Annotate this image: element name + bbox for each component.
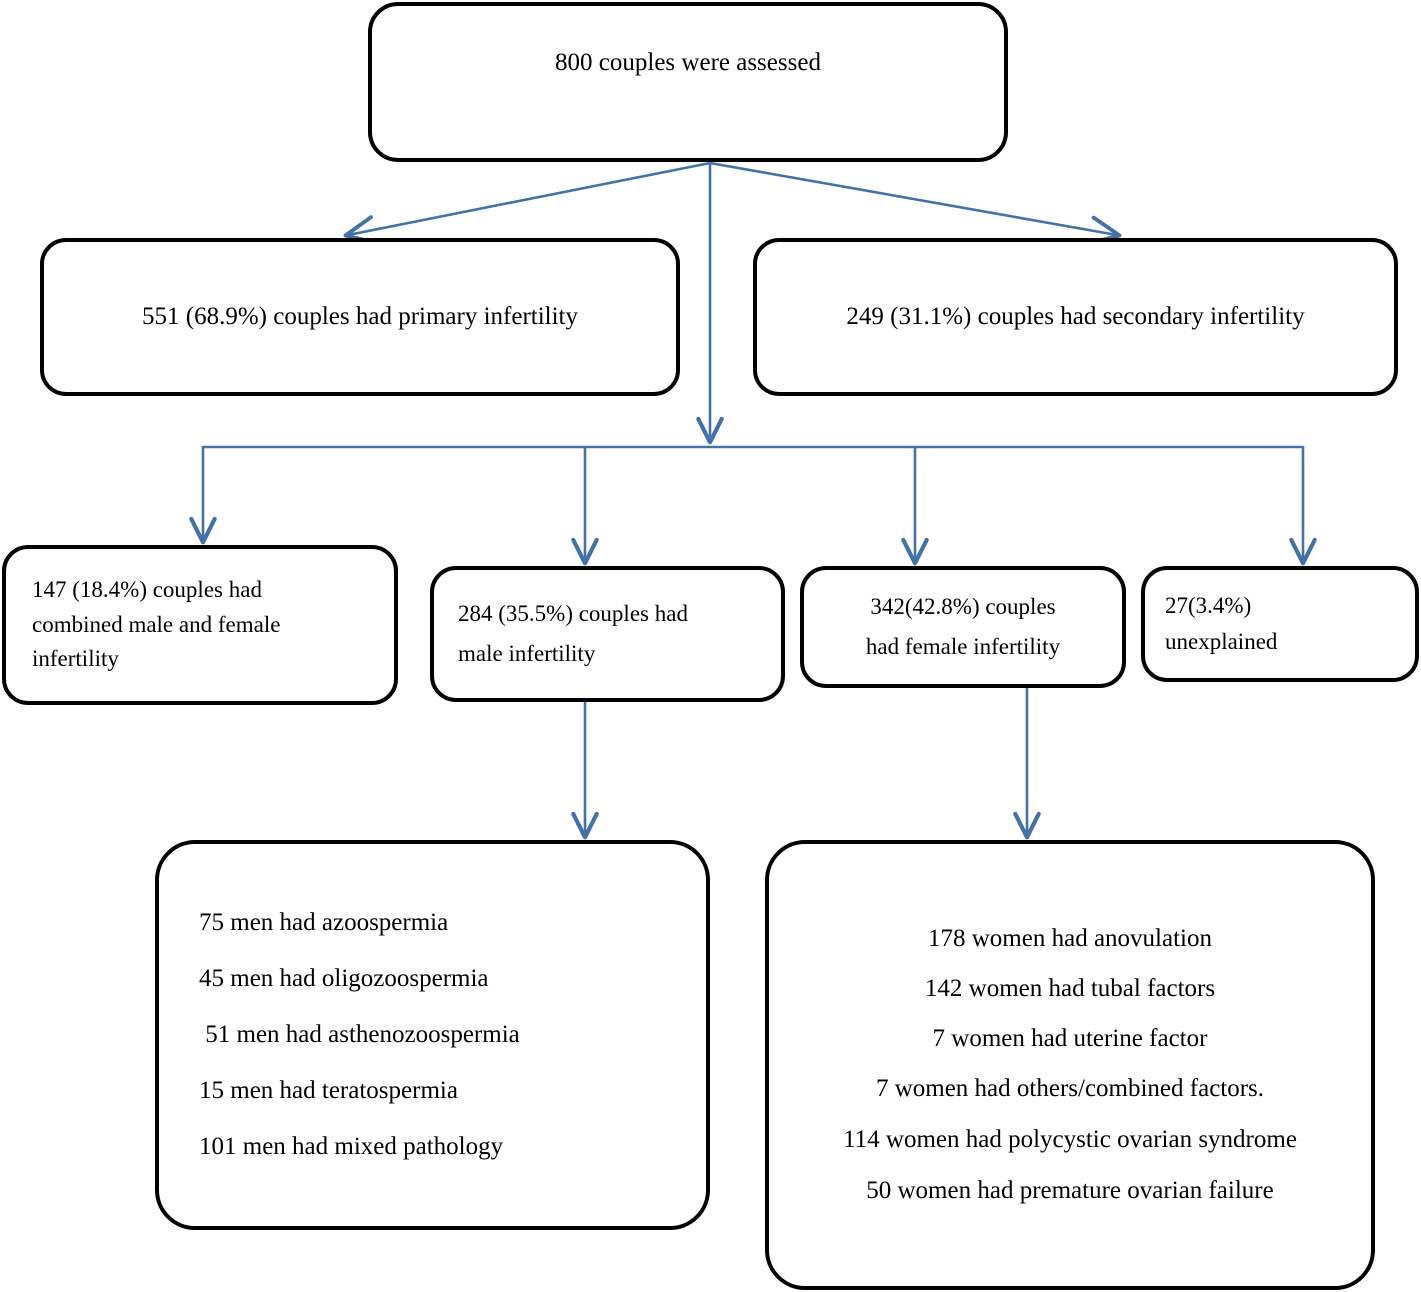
node-male-infertility: 284 (35.5%) couples had male infertility <box>430 566 785 702</box>
male-pathology-item-4: 15 men had teratospermia <box>199 1077 458 1104</box>
edge-root-to-secondary <box>709 161 1122 246</box>
node-primary-line-1: 551 (68.9%) couples had primary infertil… <box>142 303 578 330</box>
node-male-pathology-list: 75 men had azoospermia 45 men had oligoz… <box>155 840 710 1230</box>
node-primary-infertility: 551 (68.9%) couples had primary infertil… <box>40 238 680 396</box>
node-total-assessed: 800 couples were assessed <box>368 2 1008 162</box>
node-male-line-1: 284 (35.5%) couples had <box>458 600 688 626</box>
edge-root-to-primary <box>343 161 711 245</box>
male-pathology-item-5: 101 men had mixed pathology <box>199 1133 504 1160</box>
male-pathology-item-3: 51 men had asthenozoospermia <box>199 1021 520 1048</box>
node-secondary-infertility: 249 (31.1%) couples had secondary infert… <box>753 238 1398 396</box>
node-combined-line-2: combined male and female <box>32 611 281 637</box>
node-unexplained-line-2: unexplained <box>1165 629 1278 654</box>
node-female-line-1: 342(42.8%) couples <box>870 593 1056 619</box>
node-unexplained: 27(3.4%) unexplained <box>1141 566 1419 682</box>
node-male-line-2: male infertility <box>458 641 596 666</box>
female-pathology-item-3: 7 women had uterine factor <box>932 1025 1208 1053</box>
female-pathology-item-2: 142 women had tubal factors <box>924 975 1216 1003</box>
node-unexplained-line-1: 27(3.4%) <box>1165 593 1252 619</box>
female-pathology-item-5: 114 women had polycystic ovarian syndrom… <box>843 1126 1297 1154</box>
node-female-pathology-list: 178 women had anovulation 142 women had … <box>765 840 1375 1290</box>
node-total-line-1: 800 couples were assessed <box>555 49 821 76</box>
female-pathology-item-1: 178 women had anovulation <box>928 925 1212 953</box>
node-combined-infertility: 147 (18.4%) couples had combined male an… <box>2 545 398 705</box>
male-pathology-item-1: 75 men had azoospermia <box>199 909 449 936</box>
female-pathology-item-4: 7 women had others/combined factors. <box>875 1075 1265 1103</box>
node-female-infertility: 342(42.8%) couples had female infertilit… <box>800 566 1126 688</box>
node-secondary-line-1: 249 (31.1%) couples had secondary infert… <box>846 303 1305 330</box>
female-pathology-item-6: 50 women had premature ovarian failure <box>866 1176 1274 1204</box>
node-female-line-2: had female infertility <box>865 634 1061 659</box>
male-pathology-item-2: 45 men had oligozoospermia <box>199 965 489 992</box>
node-combined-line-3: infertility <box>32 646 119 672</box>
node-combined-line-1: 147 (18.4%) couples had <box>32 576 262 602</box>
